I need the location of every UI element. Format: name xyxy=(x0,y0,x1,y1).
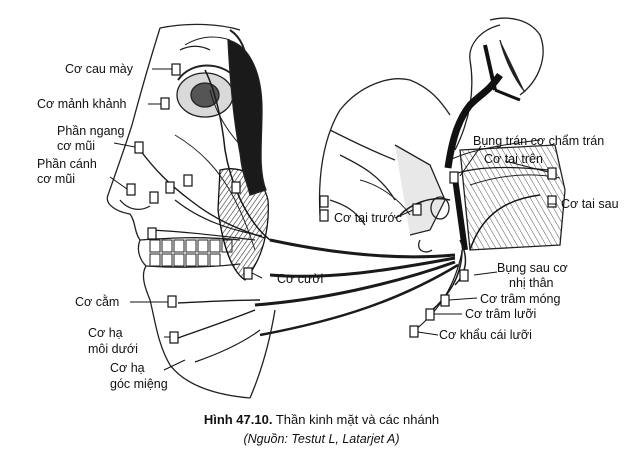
label-manh-khanh: Cơ mảnh khảnh xyxy=(37,97,127,111)
label-tai-tren: Cơ tai trên xyxy=(484,152,543,166)
label-phan-canh-2: cơ mũi xyxy=(37,172,75,186)
figure-source: (Nguồn: Testut L, Latarjet A) xyxy=(243,432,400,446)
label-bung-sau-1: Bụng sau cơ xyxy=(497,261,568,275)
label-phan-ngang-1: Phần ngang xyxy=(57,124,124,138)
leader-lines xyxy=(109,68,556,371)
labels: Cơ cau mày Cơ mảnh khảnh Phần ngang cơ m… xyxy=(37,62,619,391)
label-tai-truoc: Cơ tai trước xyxy=(334,211,402,225)
nerve-branches xyxy=(139,36,549,363)
caption-text: Thần kinh mặt và các nhánh xyxy=(275,412,440,427)
label-cau-may: Cơ cau mày xyxy=(65,62,134,76)
label-khau-cai: Cơ khẩu cái lưỡi xyxy=(439,328,532,342)
label-ha-goc-1: Cơ hạ xyxy=(110,361,145,375)
label-cam: Cơ cằm xyxy=(75,294,119,309)
nerve-endings xyxy=(126,63,557,344)
label-phan-canh-1: Phần cánh xyxy=(37,157,97,171)
label-cuoi: Cơ cười xyxy=(277,272,323,286)
label-bung-tran: Bụng trán cơ chẩm trán xyxy=(473,134,604,148)
face-drawing xyxy=(106,23,276,399)
label-tram-luoi: Cơ trâm lưỡi xyxy=(465,307,536,321)
label-ha-moi-2: môi dưới xyxy=(88,342,138,356)
label-bung-sau-2: nhị thân xyxy=(509,276,554,290)
label-phan-ngang-2: cơ mũi xyxy=(57,139,95,153)
label-tai-sau: Cơ tai sau xyxy=(561,197,619,211)
caption-number: Hình 47.10. xyxy=(203,412,273,427)
figure-caption: Hình 47.10. Thần kinh mặt và các nhánh xyxy=(0,412,643,427)
label-ha-moi-1: Cơ hạ xyxy=(88,326,123,340)
label-ha-goc-2: góc miệng xyxy=(110,377,168,391)
label-tram-mong: Cơ trâm móng xyxy=(480,292,560,306)
